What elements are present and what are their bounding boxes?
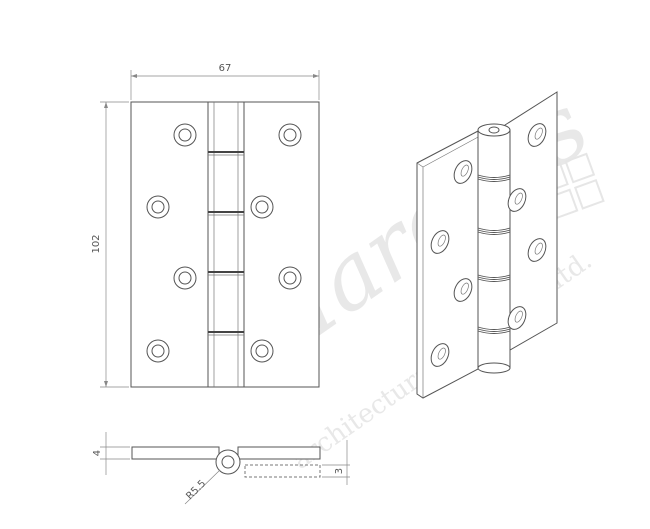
screw-hole: [507, 306, 527, 330]
dimension-height: 102: [91, 101, 129, 388]
knuckle-joint: [208, 151, 244, 156]
screw-hole: [250, 195, 274, 219]
screw-hole: [507, 188, 527, 212]
dimension-radius-label: R5.5: [184, 478, 208, 502]
dimension-radius: R5.5: [184, 469, 221, 505]
dimension-height-label: 102: [91, 234, 102, 253]
dimension-width-label: 67: [219, 63, 232, 74]
dimension-offset-label: 3: [334, 468, 345, 474]
screw-hole: [278, 123, 302, 147]
end-view: [131, 446, 321, 478]
screw-hole: [527, 238, 547, 262]
isometric-view: [416, 91, 558, 399]
screw-hole: [453, 160, 473, 184]
screw-hole: [453, 278, 473, 302]
knuckle-joint: [477, 326, 511, 334]
front-view: [130, 101, 320, 388]
screw-hole: [430, 230, 450, 254]
screw-hole: [146, 339, 170, 363]
screw-hole: [173, 266, 197, 290]
dimension-thickness: 4: [92, 432, 130, 475]
screw-hole: [430, 343, 450, 367]
screw-hole: [527, 123, 547, 147]
knuckle-joint: [208, 211, 244, 216]
dimension-width: 67: [130, 63, 320, 100]
dimension-thickness-label: 4: [92, 450, 103, 456]
knuckle-joint: [477, 174, 511, 182]
screw-hole: [173, 123, 197, 147]
knuckle-joint: [208, 271, 244, 276]
screw-hole: [250, 339, 274, 363]
screw-hole: [278, 266, 302, 290]
knuckle-joint: [477, 227, 511, 235]
dimension-offset: 3: [322, 440, 350, 485]
knuckle-joint: [477, 274, 511, 282]
screw-hole: [146, 195, 170, 219]
knuckle-joint: [208, 331, 244, 336]
